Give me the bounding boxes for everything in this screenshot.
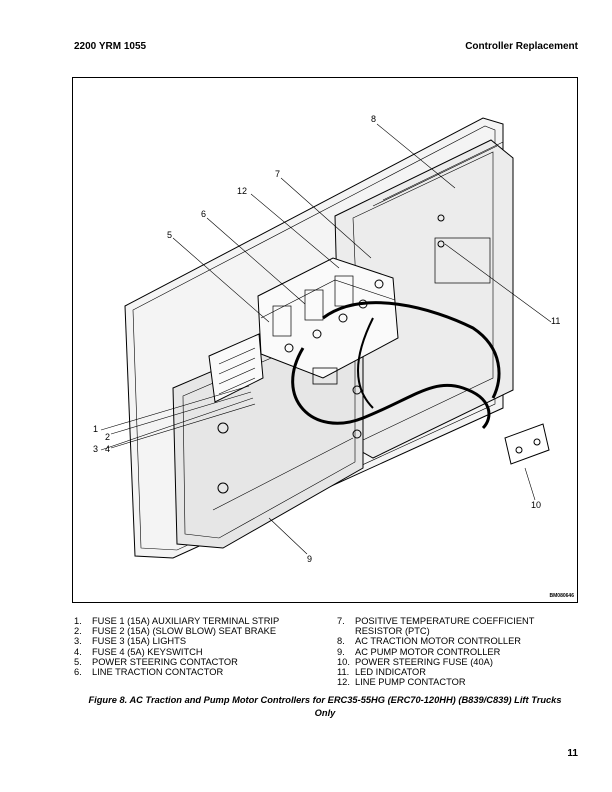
legend-number: 10. [337,656,350,667]
cable-loop [291,347,491,430]
legend-number: 11. [337,667,350,678]
callout-5: 5 [167,230,172,240]
legend-number: 5. [74,656,82,667]
legend-number: 6. [74,667,82,678]
page-number: 11 [567,748,578,759]
legend-number: 9. [337,646,345,657]
callout-12: 12 [237,186,247,196]
legend-text: FUSE 2 (15A) (SLOW BLOW) SEAT BRAKE [92,626,277,637]
legend-text: POSITIVE TEMPERATURE COEFFICIENT RESISTO… [355,616,535,637]
figure-illustration: 1 2 3 4 5 6 7 8 9 10 11 12 BM080646 [72,77,578,603]
leader-8 [376,123,456,189]
legend-number: 2. [74,626,82,637]
leader-7 [280,177,372,259]
callout-3: 3 [93,444,98,454]
legend-item: 5. POWER STEERING CONTACTOR [74,657,324,667]
legend-item: 9. AC PUMP MOTOR CONTROLLER [337,647,577,657]
legend-item: 3. FUSE 3 (15A) LIGHTS [74,636,324,646]
legend-item: 2. FUSE 2 (15A) (SLOW BLOW) SEAT BRAKE [74,626,324,636]
header-doc-id: 2200 YRM 1055 [74,41,147,52]
leader-1 [100,385,250,431]
legend-text: AC TRACTION MOTOR CONTROLLER [355,636,521,647]
legend-text: FUSE 4 (5A) KEYSWITCH [92,646,203,657]
leader-5 [172,237,270,323]
leader-11 [444,243,552,323]
header-section-title: Controller Replacement [465,41,578,52]
legend-item: 7. POSITIVE TEMPERATURE COEFFICIENT RESIS… [337,616,577,636]
legend-number: 7. [337,616,345,626]
legend-item: 6. LINE TRACTION CONTACTOR [74,667,324,677]
callout-2: 2 [105,432,110,442]
legend-item: 12. LINE PUMP CONTACTOR [337,677,577,687]
power-steering-fuse [504,423,550,465]
legend-number: 8. [337,636,345,647]
legend-number: 1. [74,616,82,626]
callout-11: 11 [551,316,560,326]
legend-number: 4. [74,646,82,657]
callout-9: 9 [307,554,312,564]
legend-number: 3. [74,636,82,647]
leader-6 [206,217,306,305]
legend-text: FUSE 1 (15A) AUXILIARY TERMINAL STRIP [92,616,280,626]
controller-diagram: 1 2 3 4 5 6 7 8 9 10 11 12 [93,114,560,564]
legend-text: AC PUMP MOTOR CONTROLLER [355,646,501,657]
legend-item: 8. AC TRACTION MOTOR CONTROLLER [337,636,577,646]
leader-9 [268,517,308,555]
legend-text: FUSE 3 (15A) LIGHTS [92,636,187,647]
legend-text: LINE PUMP CONTACTOR [355,677,466,688]
fuse-block [208,333,264,403]
legend-item: 10. POWER STEERING FUSE (40A) [337,657,577,667]
figure-caption: Figure 8. AC Traction and Pump Motor Con… [88,695,562,718]
legend-text: POWER STEERING CONTACTOR [92,656,238,667]
callout-8: 8 [371,114,376,124]
callout-6: 6 [201,209,206,219]
figure-code: BM080646 [549,593,574,599]
leader-3 [100,397,254,451]
legend-text: LINE TRACTION CONTACTOR [92,667,224,678]
legend-right-column: 7. POSITIVE TEMPERATURE COEFFICIENT RESIS… [337,616,577,687]
callout-7: 7 [275,169,280,179]
legend-left-column: 1.FUSE 1 (15A) AUXILIARY TERMINAL STRIP … [74,616,324,677]
legend-item: 4. FUSE 4 (5A) KEYSWITCH [74,647,324,657]
leader-12 [250,193,340,269]
legend-item: 1. FUSE 1 (15A) AUXILIARY TERMINAL STRIP [74,616,324,626]
callout-10: 10 [531,500,541,510]
legend-text: LED INDICATOR [355,667,426,678]
callout-1: 1 [93,424,98,434]
leader-10 [524,467,536,501]
leader-4 [110,403,256,449]
legend-text: POWER STEERING FUSE (40A) [355,656,493,667]
legend-number: 12. [337,677,350,688]
legend-item: 11. LED INDICATOR [337,667,577,677]
callout-4: 4 [105,444,110,454]
leader-2 [110,391,252,435]
